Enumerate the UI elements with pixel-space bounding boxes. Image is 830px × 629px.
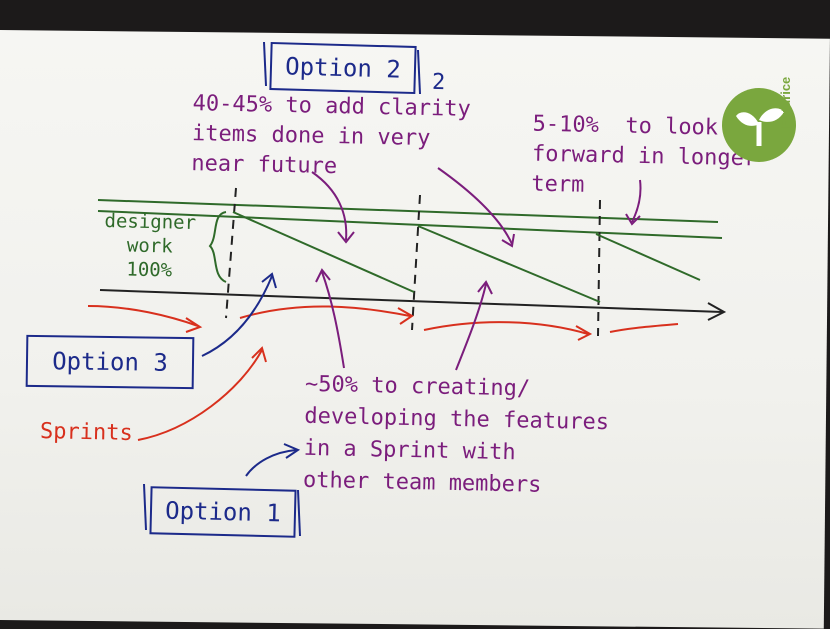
sprint-divider-1	[225, 187, 237, 319]
green-line-top	[97, 199, 719, 223]
option1-bracket-right	[297, 489, 301, 537]
logo-circle-icon	[722, 88, 796, 162]
purple-arrowhead-longterm	[625, 213, 641, 226]
red-sprints-arrow	[137, 349, 263, 441]
option3-label: Option 3	[52, 347, 168, 377]
red-arrowhead-1	[185, 317, 203, 333]
blue-arrowhead-option3	[261, 272, 277, 289]
sprint-divider-3	[597, 199, 601, 337]
futurice-logo: Futurice	[722, 77, 808, 170]
option2-bracket-left	[263, 41, 267, 87]
purple-arrowhead-clarity-2	[501, 233, 515, 248]
purple-arrowhead-features-1	[315, 268, 331, 283]
red-arrow-1	[87, 305, 199, 327]
red-arrowhead-3	[575, 325, 593, 341]
red-arrow-3	[423, 321, 589, 335]
option1-box: Option 1	[149, 486, 297, 538]
sprints-label: Sprints	[39, 419, 133, 446]
option2-label: Option 2	[284, 52, 402, 84]
blue-arrowhead-option1	[283, 443, 301, 459]
features-note: ~50% to creating/ developing the feature…	[302, 371, 610, 498]
purple-arrow-features-1	[321, 271, 345, 369]
green-decline-1	[232, 211, 415, 293]
blue-arrow-option1	[245, 449, 297, 477]
green-decline-2	[417, 225, 601, 303]
red-arrow-2	[239, 305, 411, 319]
purple-arrowhead-features-2	[477, 280, 493, 295]
purple-arrow-clarity-1	[311, 171, 348, 241]
purple-arrow-longterm	[631, 179, 642, 223]
option1-bracket-left	[143, 483, 147, 531]
option2-bracket-right	[417, 49, 421, 95]
sprint-divider-2	[411, 194, 421, 331]
designer-brace	[208, 211, 227, 283]
blue-arrow-option3	[201, 275, 273, 357]
green-decline-3	[595, 233, 701, 281]
clarity-note: 40-45% to add clarity items done in very…	[191, 91, 472, 180]
sprout-icon	[736, 108, 784, 146]
timeline-axis	[99, 289, 723, 313]
option2-box: Option 2	[269, 41, 417, 95]
timeline-arrowhead	[707, 302, 727, 321]
designer-work-label: designer work 100%	[104, 210, 197, 282]
red-sprints-arrowhead	[251, 346, 267, 363]
red-arrow-4	[609, 323, 679, 333]
green-line-bottom	[97, 210, 723, 239]
logo-text: Futurice	[778, 76, 793, 128]
purple-arrow-clarity-2	[437, 167, 513, 245]
purple-arrow-features-2	[455, 283, 487, 371]
purple-arrowhead-clarity-1	[337, 231, 355, 244]
option1-label: Option 1	[164, 496, 282, 528]
option3-box: Option 3	[25, 334, 195, 390]
red-arrowhead-2	[397, 307, 414, 325]
